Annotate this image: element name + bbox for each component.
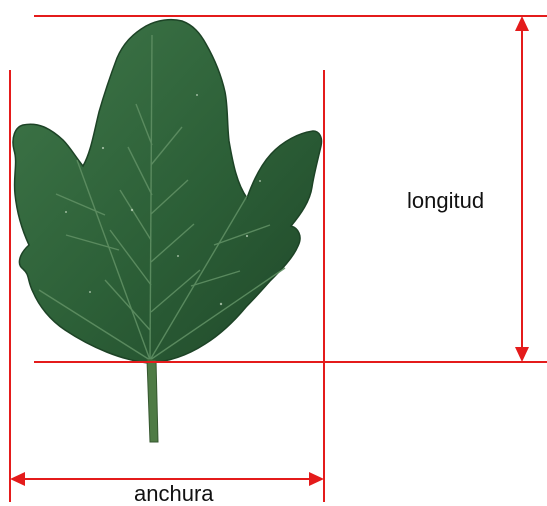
length-arrow-icon xyxy=(515,16,529,362)
leaf-stem xyxy=(147,360,158,442)
leaf-image xyxy=(13,20,322,442)
length-label: longitud xyxy=(407,190,484,212)
leaf-blade xyxy=(13,20,322,363)
width-label: anchura xyxy=(134,483,214,505)
